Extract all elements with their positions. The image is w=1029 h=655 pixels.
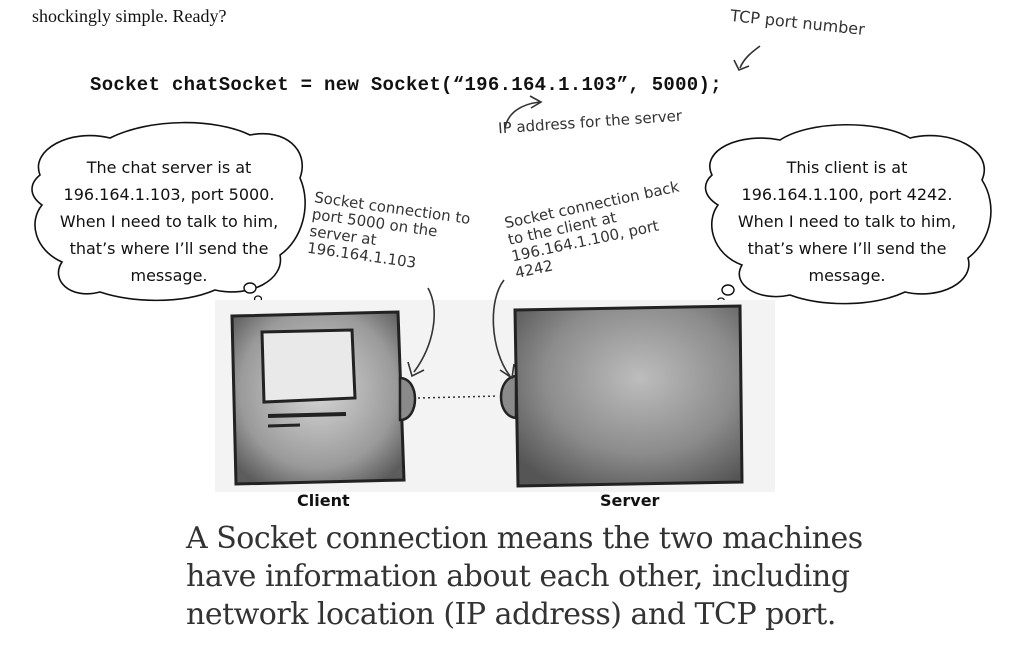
client-annotation-arrow-head [407, 361, 425, 378]
server-label: Server [600, 491, 660, 510]
client-screen [260, 328, 357, 404]
tcp-arrow-head [733, 59, 750, 72]
code-line: Socket chatSocket = new Socket(“196.164.… [90, 74, 722, 96]
tcp-arrow [739, 45, 761, 69]
client-label: Client [297, 491, 350, 510]
client-annotation-arrow [413, 287, 435, 373]
server-annotation-arrow [492, 279, 511, 377]
server-computer [513, 304, 744, 488]
ip-arrow [504, 101, 541, 129]
server-annotation-arrow-head [499, 363, 515, 380]
server-port [499, 374, 518, 420]
client-thought-dot [243, 282, 257, 294]
caption: A Socket connection means the two machin… [186, 521, 863, 632]
ip-arrow-head [529, 95, 543, 109]
connection-line [417, 395, 499, 399]
server-thought-bubble-shape [704, 123, 992, 305]
client-slot [267, 412, 347, 418]
server-thought-dot [721, 284, 735, 296]
client-slot-2 [267, 423, 301, 428]
server-thought-text: This client is at 196.164.1.100, port 42… [737, 158, 957, 285]
intro-text: shockingly simple. Ready? [32, 6, 227, 26]
client-thought-bubble-shape [31, 121, 306, 302]
client-port [398, 376, 417, 422]
client-thought-text: The chat server is at 196.164.1.103, por… [59, 158, 279, 285]
